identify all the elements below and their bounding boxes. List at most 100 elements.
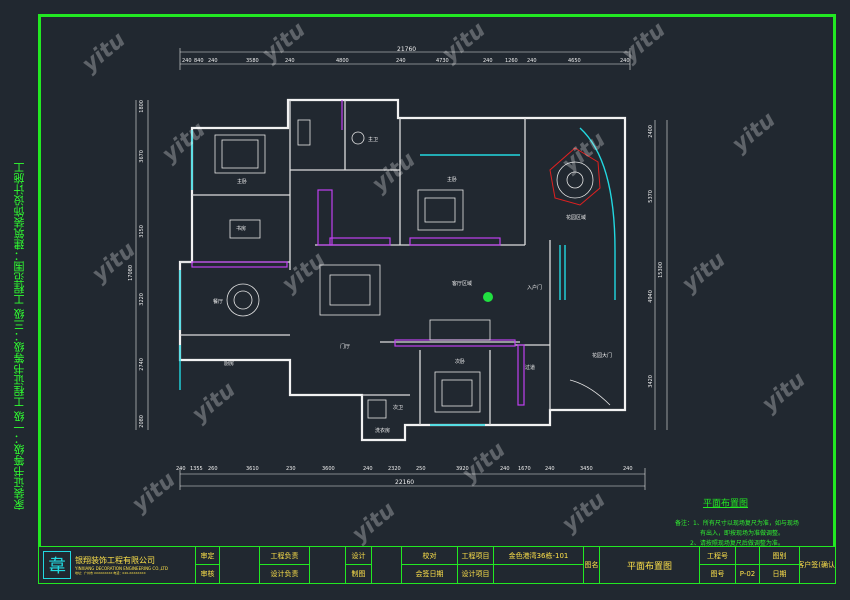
dimension-label: 4650 — [568, 58, 581, 64]
dimension-label: 240 — [527, 58, 537, 64]
dimension-label: 4940 — [648, 290, 654, 303]
dimension-label: 5370 — [648, 190, 654, 203]
room-label-bath2: 次卫 — [393, 405, 404, 411]
figure-name: 平面布置图 — [600, 547, 700, 583]
project-no-label: 工程号 — [700, 547, 736, 565]
date-field-label: 日期 — [760, 565, 800, 583]
approve-label: 审定 — [196, 547, 220, 565]
title-block: 银翔装饰工程有限公司 YINXIANG DECORATION ENGINEERI… — [38, 546, 836, 584]
room-label-study: 书房 — [236, 226, 247, 232]
dimension-label: 240 — [623, 466, 633, 472]
dimension-label: 2740 — [139, 358, 145, 371]
dimension-label: 240 — [363, 466, 373, 472]
dimension-label: 3220 — [139, 293, 145, 306]
right-dimension-lines — [654, 120, 668, 430]
design-sign — [372, 547, 402, 583]
figure-no-value: P-02 — [736, 565, 760, 583]
dimension-label: 4800 — [336, 58, 349, 64]
design-project-value — [494, 565, 584, 583]
dimension-label: 3450 — [580, 466, 593, 472]
dimension-label: 2400 — [648, 125, 654, 138]
figure-no-label: 图号 — [700, 565, 736, 583]
dimension-label: 840 — [194, 58, 204, 64]
bottom-total-dimension: 22160 — [395, 479, 415, 486]
room-label-toilet: 主卫 — [368, 137, 379, 143]
company-cell: 银翔装饰工程有限公司 YINXIANG DECORATION ENGINEERI… — [39, 547, 196, 583]
room-label-bed2: 主卧 — [447, 177, 458, 183]
drawing-title: 平面布置图 — [703, 499, 749, 509]
notes-line-1: 备注：1、所有尺寸以现场复尺为准，如与现场 — [675, 520, 799, 527]
dimension-label: 3600 — [322, 466, 335, 472]
dimension-label: 240 — [500, 466, 510, 472]
dimension-label: 240 — [182, 58, 192, 64]
dimension-label: 1260 — [505, 58, 518, 64]
dimension-label: 240 — [285, 58, 295, 64]
right-total-dimension: 15300 — [658, 262, 664, 278]
dimension-label: 240 — [620, 58, 630, 64]
dimension-label: 1355 — [190, 466, 203, 472]
dimension-label: 4730 — [436, 58, 449, 64]
project-lead-label: 工程负责 — [260, 547, 310, 565]
company-address: 地址：广州市 XXXXXXXXX 电话：020-XXXXXXXX — [75, 571, 146, 575]
dimension-label: 250 — [416, 466, 426, 472]
dimension-label: 2320 — [388, 466, 401, 472]
dimension-label: 3420 — [648, 375, 654, 388]
dimension-label: 3150 — [139, 225, 145, 238]
windows — [179, 127, 616, 426]
furniture — [214, 119, 611, 419]
room-label-bed3: 次卧 — [455, 359, 466, 365]
notes-line-3: 2、请按照现场复尺后做调整为准。 — [690, 540, 784, 547]
dimension-label: 1800 — [139, 100, 145, 113]
design-lead-label: 设计负责 — [260, 565, 310, 583]
client-confirm-label: 客户签(确认) — [800, 561, 835, 569]
company-name-en: YINXIANG DECORATION ENGINEERING CO.,LTD — [75, 566, 168, 571]
dimension-label: 240 — [208, 58, 218, 64]
room-label-passage: 过道 — [525, 365, 536, 371]
dimension-label: 260 — [208, 466, 218, 472]
lead-sign — [310, 547, 346, 583]
dimension-label: 1670 — [518, 466, 531, 472]
garden-umbrella — [549, 147, 601, 206]
top-total-dimension: 21760 — [397, 46, 417, 53]
review-label: 审核 — [196, 565, 220, 583]
room-label-kitchen: 厨房 — [224, 361, 235, 367]
room-label-living: 客厅区域 — [452, 281, 473, 287]
dimension-label: 230 — [286, 466, 296, 472]
check-label: 校对 — [402, 547, 458, 565]
drawing-no-label: 图别 — [760, 547, 800, 565]
plant-marker — [483, 292, 493, 302]
bottom-dimension-lines — [179, 468, 646, 490]
room-label-garden: 花园区域 — [566, 215, 587, 221]
room-label-wash: 洗衣房 — [375, 428, 391, 434]
project-name: 金色港湾36栋-101 — [494, 547, 584, 565]
dimension-label: 3610 — [246, 466, 259, 472]
figure-name-label: 图名 — [584, 547, 600, 583]
notes-line-2: 有出入，即按现场为准做调整。 — [700, 530, 785, 537]
dimension-label: 3670 — [139, 150, 145, 163]
dimension-label: 240 — [396, 58, 406, 64]
top-dimension-lines — [179, 48, 631, 70]
company-logo: ⾱ — [43, 551, 71, 579]
room-label-garden-door: 花园大门 — [592, 353, 613, 359]
room-label-hall: 门厅 — [340, 344, 351, 350]
dimension-label: 240 — [483, 58, 493, 64]
dimension-label: 3580 — [246, 58, 259, 64]
draw-label: 制图 — [346, 565, 372, 583]
dimension-label: 240 — [176, 466, 186, 472]
room-label-entrance: 入户门 — [527, 285, 543, 291]
project-no-value — [736, 547, 760, 565]
date-label: 会签日期 — [402, 565, 458, 583]
dimension-label: 240 — [545, 466, 555, 472]
design-label: 设计 — [346, 547, 372, 565]
qualification-strip: 家装证书等级：一级 工程证书等级：三级 工程范围：建筑装饰设计施工 — [13, 162, 26, 510]
approve-sign — [220, 547, 260, 583]
company-name: 银翔装饰工程有限公司 — [75, 556, 155, 565]
design-project-label: 设计项目 — [458, 565, 494, 583]
left-total-dimension: 17080 — [128, 265, 134, 281]
dimension-label: 3920 — [456, 466, 469, 472]
project-label: 工程项目 — [458, 547, 494, 565]
left-dimension-lines — [135, 100, 149, 430]
dimension-label: 2080 — [139, 415, 145, 428]
room-label-restaurant: 餐厅 — [213, 299, 224, 305]
